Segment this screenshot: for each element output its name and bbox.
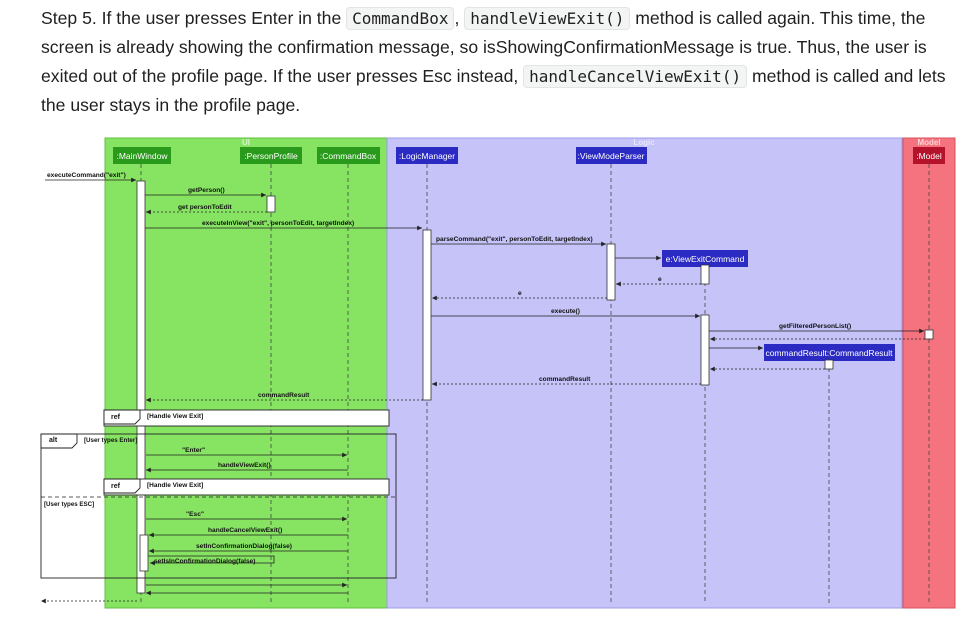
code-handlecancelviewexit: handleCancelViewExit() — [523, 65, 748, 88]
label-parse-command: parseCommand("exit", personToEdit, targe… — [436, 236, 593, 243]
activation-view-exit-command-exec — [700, 314, 710, 386]
activation-main-window-nested — [139, 534, 149, 572]
label-command-result-inner: commandResult — [539, 376, 591, 383]
logic-group-background — [386, 137, 903, 609]
activation-main-window — [136, 180, 146, 594]
participant-command-result: commandResult:CommandResult — [765, 348, 893, 358]
label-command-result-outer: commandResult — [258, 392, 310, 399]
label-execute: execute() — [551, 308, 580, 315]
alt-fragment-tab — [40, 433, 78, 449]
participant-box-command-result — [764, 344, 895, 361]
participant-box-person-profile — [240, 147, 302, 164]
participant-person-profile: :PersonProfile — [244, 151, 298, 161]
participant-box-main-window — [113, 147, 171, 164]
ref-fragment-1-label: [Handle View Exit] — [147, 413, 203, 420]
alt-guard-enter: [User types Enter] — [84, 437, 137, 444]
step-paragraph: Step 5. If the user presses Enter in the… — [41, 4, 971, 120]
alt-guard-esc: [User types ESC] — [44, 501, 94, 508]
alt-fragment — [40, 433, 397, 579]
alt-fragment-tag: alt — [49, 437, 58, 444]
label-get-person-to-edit: get personToEdit — [178, 204, 233, 211]
ref-fragment-2-tag: ref — [111, 483, 121, 490]
participant-box-command-box — [317, 147, 380, 164]
label-handle-view-exit: handleViewExit() — [218, 462, 271, 469]
step-description: Step 5. If the user presses Enter in the… — [41, 4, 971, 120]
label-execute-command: executeCommand("exit") — [47, 172, 126, 179]
sequence-diagram: UI Logic Model :MainWindow :PersonProfil… — [40, 137, 956, 609]
participant-model: :Model — [916, 151, 942, 161]
participant-view-mode-parser: :ViewModeParser — [578, 151, 645, 161]
label-get-filtered-person-list: getFilteredPersonList() — [779, 323, 851, 330]
participant-box-view-exit-command — [662, 250, 748, 267]
ui-group-background — [104, 137, 388, 609]
text-segment: Step 5. If the user presses Enter in the — [41, 8, 347, 28]
text-segment: , — [454, 8, 465, 28]
logic-group-title: Logic — [633, 138, 655, 147]
activation-person-profile — [266, 195, 276, 213]
label-return-e1: e — [658, 276, 662, 283]
code-commandbox: CommandBox — [346, 7, 455, 30]
participant-box-model — [913, 147, 945, 164]
ref-fragment-2-tab — [103, 478, 141, 494]
label-return-e2: e — [518, 290, 522, 297]
activation-model — [924, 329, 934, 340]
participant-box-logic-manager — [396, 147, 458, 164]
text-segment: method is called again. This time, the s… — [41, 8, 927, 86]
activation-command-result — [824, 359, 834, 370]
code-handleviewexit: handleViewExit() — [464, 7, 631, 30]
activation-view-mode-parser — [606, 243, 616, 301]
label-set-in-confirmation-dialog: setInConfirmationDialog(false) — [196, 543, 292, 550]
participant-command-box: :CommandBox — [320, 151, 377, 161]
ref-fragment-1-tab — [103, 409, 141, 425]
activation-logic-manager — [422, 229, 432, 401]
participant-box-view-mode-parser — [576, 147, 647, 164]
label-esc: "Esc" — [186, 511, 204, 518]
ref-fragment-1-tag: ref — [111, 414, 121, 421]
label-handle-cancel-view-exit: handleCancelViewExit() — [208, 527, 282, 534]
label-execute-in-view: executeInView("exit", personToEdit, targ… — [202, 220, 354, 227]
participant-view-exit-command: e:ViewExitCommand — [666, 254, 745, 264]
ref-fragment-2-label: [Handle View Exit] — [147, 482, 203, 489]
participant-logic-manager: :LogicManager — [399, 151, 455, 161]
label-enter: "Enter" — [182, 447, 205, 454]
label-get-person: getPerson() — [188, 187, 225, 194]
arrow-set-is-in-confirmation-dialog — [148, 555, 275, 566]
participant-main-window: :MainWindow — [116, 151, 168, 161]
ui-group-title: UI — [242, 138, 250, 147]
activation-view-exit-command — [700, 264, 710, 285]
model-group-title: Model — [917, 138, 940, 147]
text-segment: method is called and lets the user stays… — [41, 66, 946, 115]
label-set-is-in-confirmation-dialog: setIsInConfirmationDialog(false) — [154, 558, 255, 565]
